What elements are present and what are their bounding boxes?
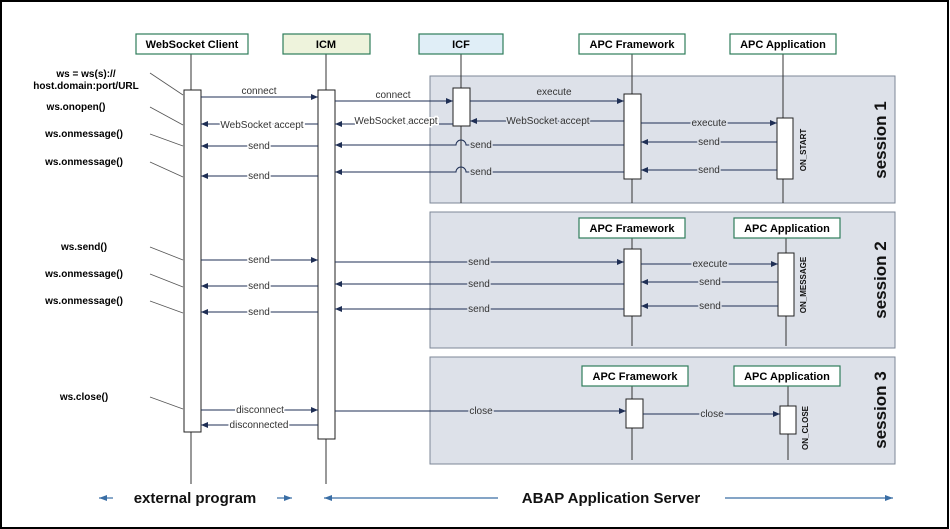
apc-application-title-1: APC Application <box>740 39 826 51</box>
ws-init-label-line2: host.domain:port/URL <box>33 81 139 92</box>
msg-send2-fw-icm-label: send <box>470 167 492 178</box>
apc-application-title-2: APC Application <box>744 223 830 235</box>
ws-onmessage-pointer-2 <box>149 161 184 178</box>
apc-application-activation-3 <box>779 405 797 435</box>
ws-init-pointer <box>149 72 184 96</box>
msg-s2-send-client-icm-label: send <box>248 255 270 266</box>
ws-send-label: ws.send() <box>60 242 107 253</box>
msg-s2-execute-fw-app-label: execute <box>692 259 727 270</box>
msg-send1-fw-icm-label: send <box>470 140 492 151</box>
icm-header: ICM <box>282 33 371 55</box>
session-3-label: session 3 <box>871 371 890 449</box>
apc-framework-header-3: APC Framework <box>581 365 689 387</box>
msg-send1-icm-client-label: send <box>248 141 270 152</box>
on-close-label: ON_CLOSE <box>801 405 810 450</box>
session-1-panel <box>429 75 896 204</box>
msg-close-fw-app-label: close <box>700 409 724 420</box>
msg-connect-client-icm-label: connect <box>241 86 276 97</box>
ws-onmessage-pointer-4 <box>149 300 184 314</box>
websocket-client-activation <box>183 89 202 433</box>
apc-framework-activation-1 <box>623 93 642 180</box>
icm-title: ICM <box>316 39 336 51</box>
msg-s2-send2-icm-client-label: send <box>248 307 270 318</box>
msg-disconnected-icm-client-label: disconnected <box>230 420 289 431</box>
ws-onopen-label: ws.onopen() <box>46 102 106 113</box>
icf-header: ICF <box>418 33 504 55</box>
msg-s2-send2-app-fw-label: send <box>699 301 721 312</box>
websocket-client-title: WebSocket Client <box>146 39 239 51</box>
apc-framework-activation-3 <box>625 398 644 429</box>
msg-s2-send2-fw-icm-label: send <box>468 304 490 315</box>
session-2-label: session 2 <box>871 241 890 319</box>
ws-onmessage-pointer-3 <box>149 273 184 288</box>
msg-send2-icm-client-label: send <box>248 171 270 182</box>
msg-accept-icf-icm-label: WebSocket accept <box>354 116 437 127</box>
msg-s2-send1-app-fw-label: send <box>699 277 721 288</box>
msg-send1-app-fw-label: send <box>698 137 720 148</box>
msg-connect-icm-icf-label: connect <box>375 90 410 101</box>
apc-application-header-1: APC Application <box>729 33 837 55</box>
ws-onmessage-label-3: ws.onmessage() <box>44 269 123 280</box>
apc-application-header-3: APC Application <box>733 365 841 387</box>
apc-application-activation-2 <box>777 252 795 317</box>
apc-framework-title-3: APC Framework <box>593 371 679 383</box>
external-program-label: external program <box>134 490 257 507</box>
websocket-client-header: WebSocket Client <box>135 33 249 55</box>
on-start-label: ON_START <box>799 129 808 172</box>
apc-framework-activation-2 <box>623 248 642 317</box>
msg-execute-icf-fw-label: execute <box>536 87 571 98</box>
apc-application-activation-1 <box>776 117 794 180</box>
icf-title: ICF <box>452 39 470 51</box>
on-message-label: ON_MESSAGE <box>799 256 808 313</box>
apc-framework-title-1: APC Framework <box>590 39 676 51</box>
msg-disconnect-client-icm-label: disconnect <box>236 405 284 416</box>
msg-close-icm-fw-label: close <box>469 406 493 417</box>
ws-close-label: ws.close() <box>59 392 108 403</box>
icm-activation <box>317 89 336 440</box>
msg-execute-fw-app-label: execute <box>691 118 726 129</box>
msg-send1-fw-icm <box>335 139 624 148</box>
msg-s2-send-icm-fw-label: send <box>468 257 490 268</box>
msg-s2-send1-icm-client-label: send <box>248 281 270 292</box>
msg-s2-send1-fw-icm-label: send <box>468 279 490 290</box>
session-1-label: session 1 <box>871 101 890 179</box>
apc-application-title-3: APC Application <box>744 371 830 383</box>
msg-accept-icm-client-label: WebSocket accept <box>220 120 303 131</box>
apc-framework-title-2: APC Framework <box>590 223 676 235</box>
ws-onmessage-label-1: ws.onmessage() <box>44 129 123 140</box>
apc-application-header-2: APC Application <box>733 217 841 239</box>
ws-send-pointer <box>149 246 184 261</box>
msg-send2-fw-icm <box>335 166 624 175</box>
abap-server-label: ABAP Application Server <box>522 490 701 507</box>
apc-framework-header-1: APC Framework <box>578 33 686 55</box>
ws-onmessage-pointer-1 <box>149 133 184 147</box>
ws-onopen-pointer <box>149 106 184 126</box>
msg-send2-app-fw-label: send <box>698 165 720 176</box>
ws-onmessage-label-4: ws.onmessage() <box>44 296 123 307</box>
msg-accept-fw-icf-label: WebSocket accept <box>506 116 589 127</box>
ws-close-pointer <box>149 396 184 410</box>
ws-onmessage-label-2: ws.onmessage() <box>44 157 123 168</box>
icf-activation <box>452 87 471 127</box>
apc-framework-header-2: APC Framework <box>578 217 686 239</box>
ws-init-label-line1: ws = ws(s):// <box>55 69 115 80</box>
